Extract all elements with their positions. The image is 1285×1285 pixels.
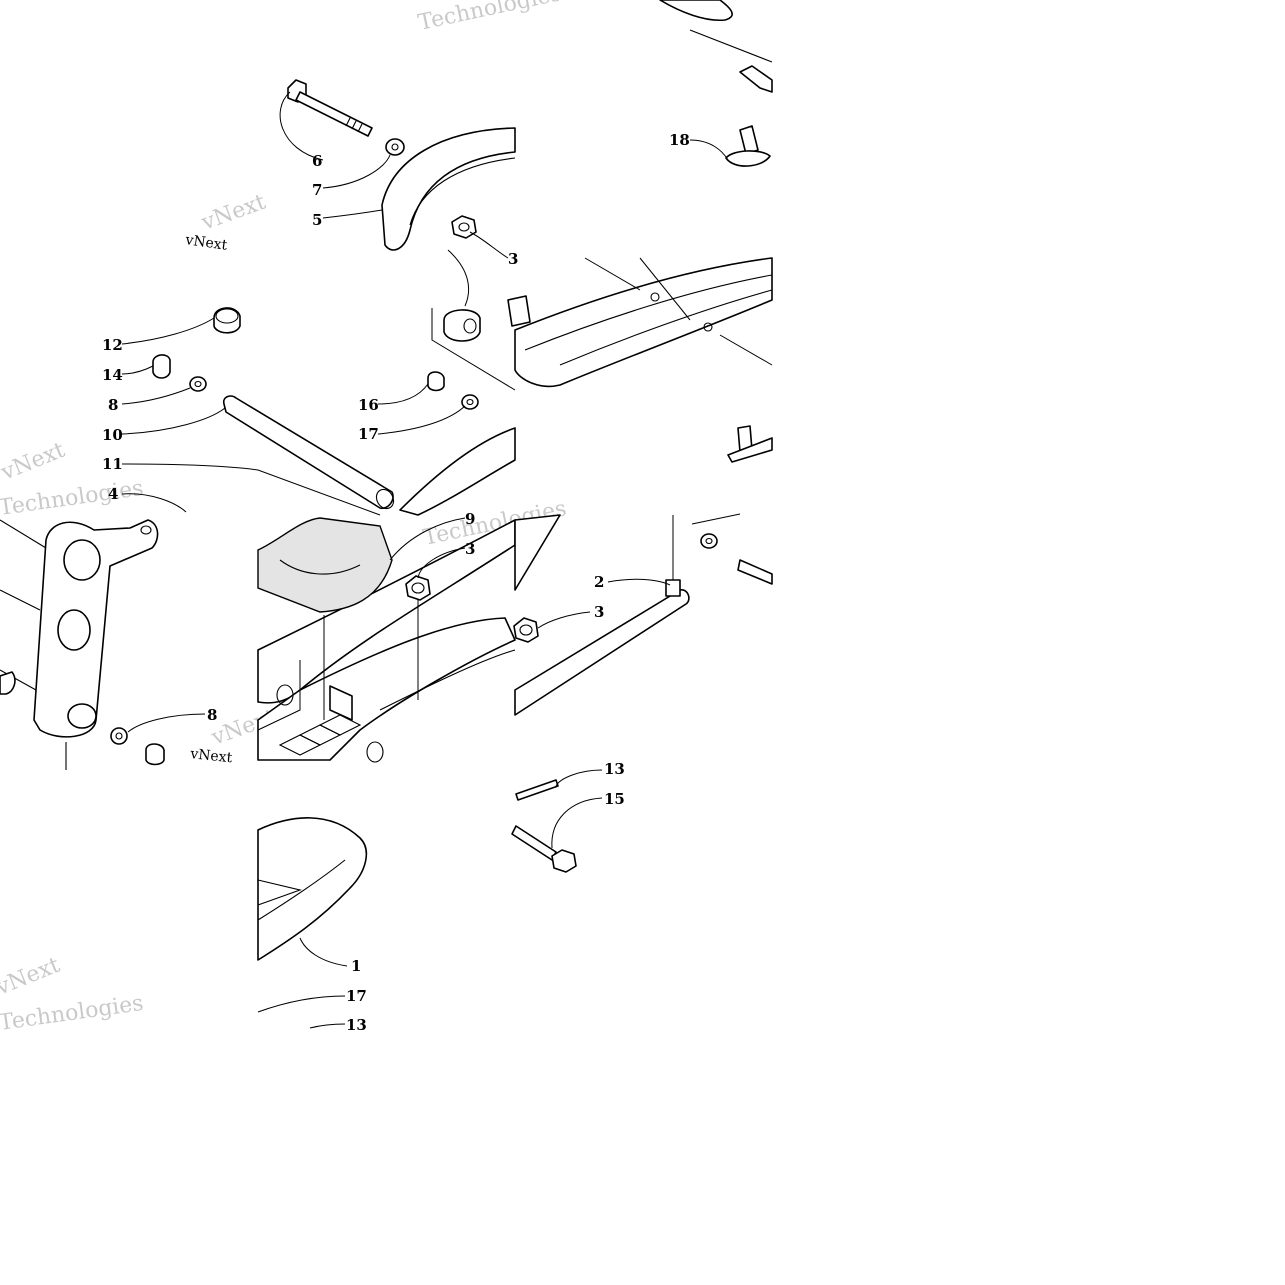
hex-bolt bbox=[511, 825, 577, 873]
ski-tip-loop bbox=[381, 127, 516, 251]
cotter-pin bbox=[515, 779, 559, 801]
callout-13: 13 bbox=[346, 1016, 367, 1034]
spindle-bolt bbox=[287, 79, 373, 137]
washer bbox=[461, 394, 479, 410]
callout-10: 10 bbox=[102, 426, 123, 444]
ski-rail-segment bbox=[399, 427, 516, 516]
callout-17: 17 bbox=[346, 987, 367, 1005]
spacer bbox=[145, 743, 165, 766]
watermark-text: Technologies bbox=[416, 0, 564, 36]
carbide-stud bbox=[725, 125, 771, 167]
callout-5: 5 bbox=[312, 211, 322, 229]
callout-12: 12 bbox=[102, 336, 123, 354]
washer bbox=[700, 533, 718, 549]
sleeve-bushing bbox=[443, 309, 481, 342]
ski-skag-bar bbox=[514, 514, 690, 716]
lock-nut bbox=[405, 575, 431, 601]
callout-6: 6 bbox=[312, 152, 322, 170]
wear-bar-stud bbox=[727, 425, 773, 463]
callout-14: 14 bbox=[102, 366, 123, 384]
callout-9: 9 bbox=[465, 510, 475, 528]
watermark-text: vNext bbox=[0, 438, 69, 486]
callout-labels: 6 7 5 3 18 12 14 8 10 11 4 16 17 9 3 2 3… bbox=[102, 131, 690, 1034]
leader-lines bbox=[121, 91, 773, 1029]
callout-8: 8 bbox=[108, 396, 118, 414]
callout-3: 3 bbox=[465, 540, 475, 558]
callout-15: 15 bbox=[604, 790, 625, 808]
spacer bbox=[152, 354, 171, 379]
flange-nut bbox=[451, 215, 477, 239]
ski-runner bbox=[507, 257, 773, 388]
callout-17: 17 bbox=[358, 425, 379, 443]
watermark-text: Technologies bbox=[0, 476, 145, 521]
threaded-bolt bbox=[737, 559, 773, 585]
callout-2: 2 bbox=[594, 573, 604, 591]
washer bbox=[189, 376, 207, 392]
foam-damper bbox=[257, 517, 393, 613]
spindle-mount bbox=[0, 519, 159, 770]
lock-nut bbox=[513, 617, 539, 643]
callout-13: 13 bbox=[604, 760, 625, 778]
callout-11: 11 bbox=[102, 455, 123, 473]
washer bbox=[110, 727, 128, 745]
bushing-nut bbox=[427, 371, 445, 392]
watermark-text: vNext bbox=[198, 190, 270, 236]
callout-7: 7 bbox=[312, 181, 322, 199]
watermark-text: Technologies bbox=[0, 991, 145, 1036]
ski-tip-detail bbox=[659, 0, 773, 93]
callout-8: 8 bbox=[207, 706, 217, 724]
callout-3: 3 bbox=[508, 250, 518, 268]
ski-tip-underside bbox=[257, 817, 368, 961]
pivot-shaft bbox=[222, 395, 395, 510]
ski-body bbox=[257, 519, 516, 763]
callout-18: 18 bbox=[669, 131, 690, 149]
callout-1: 1 bbox=[351, 957, 361, 975]
watermark-text: vNext bbox=[189, 746, 234, 766]
watermark-text: vNext bbox=[0, 953, 64, 1001]
washer bbox=[385, 138, 405, 156]
bushing-cap bbox=[213, 307, 241, 334]
callout-16: 16 bbox=[358, 396, 379, 414]
callout-4: 4 bbox=[108, 485, 118, 503]
callout-3: 3 bbox=[594, 603, 604, 621]
watermark-text: vNext bbox=[183, 232, 228, 254]
